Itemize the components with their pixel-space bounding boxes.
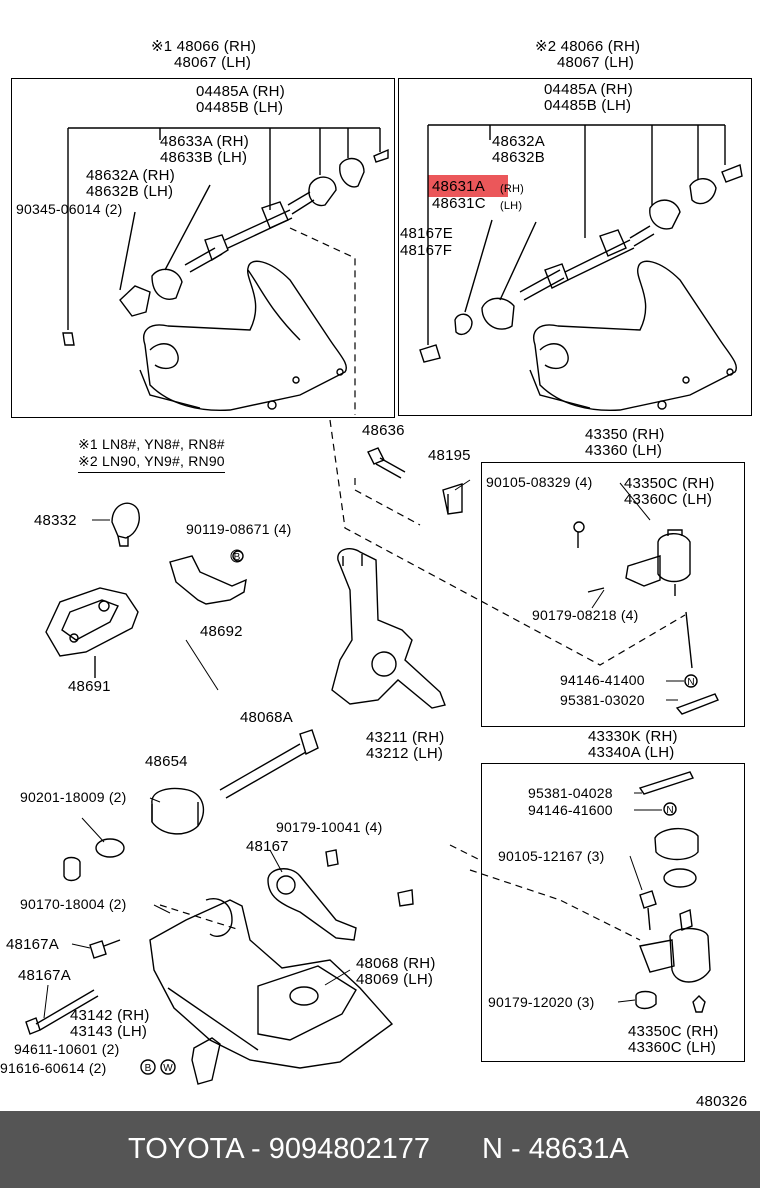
label-90179-10041: 90179-10041 (4) bbox=[276, 819, 383, 835]
label-90105-08329: 90105-08329 (4) bbox=[486, 474, 593, 490]
upper-arm-shaft-2 bbox=[419, 124, 743, 363]
label-48068-rh: 48068 (RH) bbox=[356, 955, 436, 972]
upper-arm-frame-2 bbox=[398, 78, 752, 416]
label-48633a: 48633A (RH) bbox=[160, 133, 249, 150]
parts-diagram: B N N B W bbox=[25, 124, 743, 1085]
label-43360c-lh-1: 43360C (LH) bbox=[624, 491, 713, 508]
footer-reference: N - 48631A bbox=[482, 1133, 629, 1165]
note-2: ※2 LN90, YN9#, RN90 bbox=[78, 454, 225, 473]
label-48066-rh-1: ※1 48066 (RH) bbox=[151, 38, 257, 55]
label-94146-41400: 94146-41400 bbox=[560, 672, 645, 688]
label-48069-lh: 48069 (LH) bbox=[356, 971, 434, 988]
label-48167f: 48167F bbox=[400, 242, 453, 259]
label-43142-rh: 43142 (RH) bbox=[70, 1007, 150, 1024]
label-48167a-1: 48167A bbox=[6, 936, 59, 953]
label-48067-lh-1: 48067 (LH) bbox=[174, 54, 252, 71]
upper-arm-2 bbox=[529, 260, 737, 412]
label-90179-08218: 90179-08218 (4) bbox=[532, 607, 639, 623]
label-48632a-rh: 48632A (RH) bbox=[86, 167, 175, 184]
upper-arm-frame-1 bbox=[11, 78, 395, 418]
label-90170-18004: 90170-18004 (2) bbox=[20, 896, 127, 912]
label-48631a: 48631A bbox=[432, 178, 485, 195]
upper-ball-joint-frame bbox=[481, 462, 745, 727]
label-48633b: 48633B (LH) bbox=[160, 149, 248, 166]
label-90201-18009: 90201-18009 (2) bbox=[20, 789, 127, 805]
label-48067-lh-2: 48067 (LH) bbox=[557, 54, 635, 71]
label-48632b: 48632B bbox=[492, 149, 545, 166]
label-94146-41600: 94146-41600 bbox=[528, 802, 613, 818]
label-43340a-lh: 43340A (LH) bbox=[588, 744, 675, 761]
label-94611-10601: 94611-10601 (2) bbox=[14, 1041, 120, 1057]
label-43212-lh: 43212 (LH) bbox=[366, 745, 444, 762]
svg-text:N: N bbox=[666, 805, 673, 816]
label-43350-rh: 43350 (RH) bbox=[585, 426, 665, 443]
label-48332: 48332 bbox=[34, 512, 77, 529]
label-48631c: 48631C bbox=[432, 195, 486, 212]
upper-arm-1 bbox=[139, 260, 347, 412]
label-04485b-2: 04485B (LH) bbox=[544, 97, 632, 114]
label-04485a-2: 04485A (RH) bbox=[544, 81, 633, 98]
label-90105-12167: 90105-12167 (3) bbox=[498, 848, 605, 864]
label-43143-lh: 43143 (LH) bbox=[70, 1023, 148, 1040]
label-04485b-1: 04485B (LH) bbox=[196, 99, 284, 116]
note-1: ※1 LN8#, YN8#, RN8# bbox=[78, 436, 225, 452]
label-43360c-lh-2: 43360C (LH) bbox=[628, 1039, 717, 1056]
footer-bar: TOYOTA - 9094802177 N - 48631A bbox=[0, 1111, 760, 1188]
label-43211-rh: 43211 (RH) bbox=[366, 729, 445, 746]
svg-text:B: B bbox=[145, 1063, 152, 1074]
label-48066-rh-2: ※2 48066 (RH) bbox=[535, 38, 641, 55]
label-95381-04028: 95381-04028 bbox=[528, 785, 613, 801]
label-90345-06014: 90345-06014 (2) bbox=[16, 201, 123, 217]
label-04485a-1: 04485A (RH) bbox=[196, 83, 285, 100]
label-48167e: 48167E bbox=[400, 225, 453, 242]
label-48068a: 48068A bbox=[240, 709, 293, 726]
label-48692: 48692 bbox=[200, 623, 243, 640]
label-48167: 48167 bbox=[246, 838, 289, 855]
label-48636: 48636 bbox=[362, 422, 405, 439]
svg-text:N: N bbox=[687, 677, 694, 688]
label-43350c-rh-2: 43350C (RH) bbox=[628, 1023, 719, 1040]
label-43350c-rh-1: 43350C (RH) bbox=[624, 475, 715, 492]
label-90179-12020: 90179-12020 (3) bbox=[488, 994, 595, 1010]
label-48632a: 48632A bbox=[492, 133, 545, 150]
label-43330k-rh: 43330K (RH) bbox=[588, 728, 678, 745]
diagram-code: 480326 bbox=[696, 1093, 748, 1110]
label-48632b-lh: 48632B (LH) bbox=[86, 183, 174, 200]
label-90119-08671: 90119-08671 (4) bbox=[186, 521, 292, 537]
footer-brand-part-number: TOYOTA - 9094802177 bbox=[128, 1133, 431, 1165]
label-48195: 48195 bbox=[428, 447, 471, 464]
label-48654: 48654 bbox=[145, 753, 188, 770]
label-43360-lh: 43360 (LH) bbox=[585, 442, 663, 459]
label-48631a-rh: (RH) bbox=[500, 183, 525, 195]
svg-text:B: B bbox=[234, 552, 241, 563]
highlight-48631a bbox=[428, 175, 508, 197]
svg-text:W: W bbox=[163, 1063, 173, 1074]
upper-arm-shaft-1 bbox=[62, 127, 389, 346]
label-48631c-lh: (LH) bbox=[500, 200, 523, 212]
label-48167a-2: 48167A bbox=[18, 967, 71, 984]
label-48691: 48691 bbox=[68, 678, 111, 695]
label-95381-03020: 95381-03020 bbox=[560, 692, 645, 708]
lower-ball-joint-frame bbox=[481, 763, 745, 1062]
label-91616-60614: 91616-60614 (2) bbox=[0, 1060, 107, 1076]
